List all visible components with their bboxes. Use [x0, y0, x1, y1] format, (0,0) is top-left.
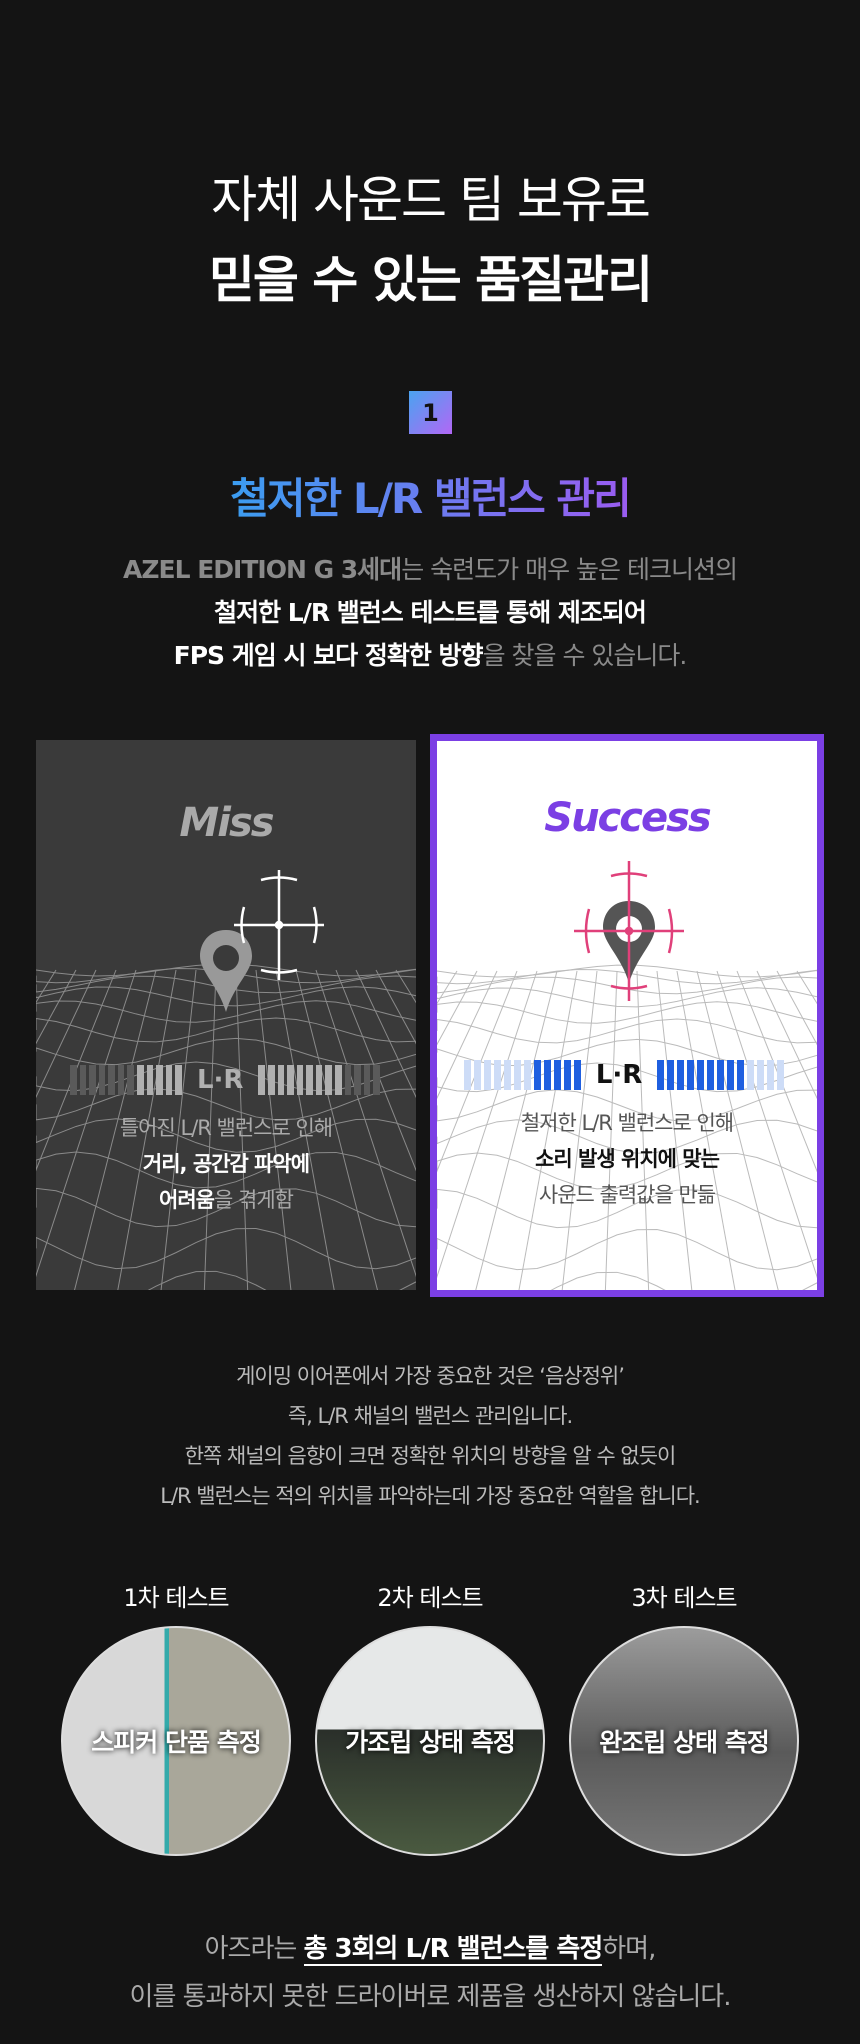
meter-bar: [777, 1060, 785, 1090]
meter-bar: [757, 1060, 765, 1090]
meter-bar: [523, 1060, 531, 1090]
meter-bar: [277, 1065, 285, 1095]
meter-bar: [344, 1065, 352, 1095]
meter-bar: [137, 1065, 144, 1095]
section-description: AZEL EDITION G 3세대는 숙련도가 매우 높은 테크니션의 철저한…: [123, 555, 738, 670]
meter-bar: [513, 1060, 521, 1090]
meter-bar: [533, 1060, 541, 1090]
test-photo-full-assembly: 완조립 상태 측정: [569, 1626, 799, 1856]
header-title-line2: 믿을 수 있는 품질관리: [208, 251, 653, 309]
lr-meter: L·R: [70, 1064, 380, 1096]
meter-bar: [117, 1065, 125, 1095]
miss-title: Miss: [179, 800, 274, 846]
meter-bar: [79, 1065, 87, 1095]
crosshair-icon: [234, 870, 324, 980]
meter-bar: [657, 1060, 665, 1090]
explanation-text: 게이밍 이어폰에서 가장 중요한 것은 ‘음상정위’즉, L/R 채널의 밸런스…: [160, 1364, 700, 1508]
meter-bar: [373, 1065, 380, 1095]
meter-bar: [667, 1060, 675, 1090]
test-photo-semi-assembly: 가조립 상태 측정: [315, 1626, 545, 1856]
crosshair-icon: [574, 861, 684, 1001]
meter-bar: [464, 1060, 471, 1090]
meter-bar: [543, 1060, 551, 1090]
meter-bar: [89, 1065, 96, 1095]
meter-bar: [503, 1060, 511, 1090]
meter-bar: [747, 1060, 755, 1090]
meter-bar: [553, 1060, 561, 1090]
meter-bar: [697, 1060, 705, 1090]
meter-bar: [727, 1060, 735, 1090]
meter-bar: [717, 1060, 725, 1090]
meter-bar: [70, 1065, 77, 1095]
meter-bar: [108, 1065, 115, 1095]
meter-bar: [306, 1065, 313, 1095]
meter-bar: [677, 1060, 685, 1090]
meter-bar: [98, 1065, 106, 1095]
section-number-badge: 1: [409, 391, 452, 434]
meter-bar: [707, 1060, 715, 1090]
meter-bar: [493, 1060, 501, 1090]
meter-bar: [287, 1065, 294, 1095]
meter-bar: [354, 1065, 361, 1095]
meter-bar: [127, 1065, 135, 1095]
header-title-line1: 자체 사운드 팀 보유로: [211, 171, 651, 229]
meter-bar: [767, 1060, 775, 1090]
lr-label: L·R: [595, 1060, 643, 1090]
meter-bar: [363, 1065, 371, 1095]
meter-bar: [737, 1060, 745, 1090]
meter-bar: [267, 1065, 275, 1095]
location-pin-icon: [200, 930, 252, 1012]
test-label-3: 3차 테스트: [631, 1584, 737, 1612]
terrain-wireframe: [36, 870, 416, 1290]
section-title: 철저한 L/R 밸런스 관리: [230, 474, 631, 523]
success-title: Success: [544, 795, 711, 841]
lr-meter: L·R: [464, 1059, 785, 1091]
test-label-1: 1차 테스트: [123, 1584, 229, 1612]
lr-label: L·R: [196, 1065, 244, 1095]
test-photo-speaker: 스피커 단품 측정: [61, 1626, 291, 1856]
meter-bar: [156, 1065, 163, 1095]
meter-bar: [325, 1065, 333, 1095]
meter-bar: [483, 1060, 491, 1090]
meter-bar: [315, 1065, 323, 1095]
meter-bar: [258, 1065, 265, 1095]
meter-bar: [146, 1065, 154, 1095]
terrain-wireframe: [437, 861, 817, 1290]
meter-bar: [573, 1060, 581, 1090]
meter-bar: [473, 1060, 481, 1090]
footer-text: 아즈라는 총 3회의 L/R 밸런스를 측정하며, 이를 통과하지 못한 드라이…: [129, 1934, 731, 2012]
meter-bar: [296, 1065, 304, 1095]
meter-bar: [563, 1060, 571, 1090]
meter-bar: [165, 1065, 173, 1095]
meter-bar: [175, 1065, 182, 1095]
test-label-2: 2차 테스트: [377, 1584, 483, 1612]
meter-bar: [335, 1065, 342, 1095]
meter-bar: [687, 1060, 695, 1090]
